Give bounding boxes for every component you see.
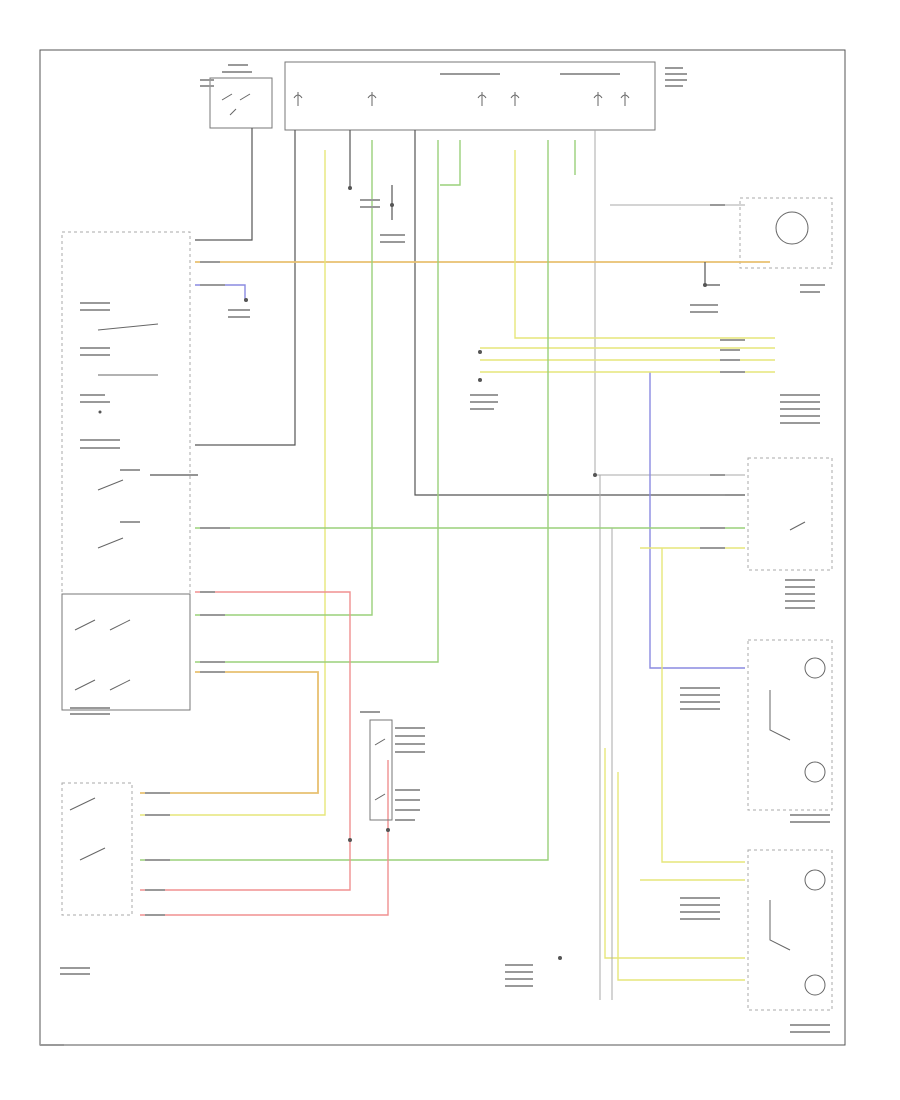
fog-relay-frame	[747, 457, 833, 571]
illegible-label-marks	[40, 64, 830, 1046]
blue-wire-left	[195, 284, 246, 300]
dimmer-switch-contacts	[69, 797, 106, 861]
orange-wire-lower	[140, 671, 319, 794]
diagram-frame	[39, 49, 846, 1046]
light-switch-lower-box	[61, 593, 191, 711]
connector-dots	[244, 186, 707, 960]
green-wires	[140, 140, 745, 1000]
fuse-block-box	[284, 61, 656, 131]
dimmer-switch-frame	[61, 782, 133, 916]
ignition-switch-contacts	[221, 93, 251, 116]
ignition-switch-box	[209, 77, 273, 129]
light-switch-contacts	[74, 323, 159, 691]
fuse-symbols	[293, 92, 630, 106]
red-wires	[140, 591, 389, 916]
black-wires	[150, 128, 745, 1000]
light-switch-frame	[61, 231, 191, 711]
relay-branch-wire	[704, 262, 720, 286]
right-component-frame	[739, 197, 833, 269]
blue-wire-right	[649, 372, 745, 669]
right-headlamp-symbols	[769, 211, 826, 996]
yellow-wires	[140, 150, 775, 981]
right-headlight-frame	[747, 849, 833, 1011]
dimmer-relay	[369, 719, 393, 821]
left-headlight-frame	[747, 639, 833, 811]
